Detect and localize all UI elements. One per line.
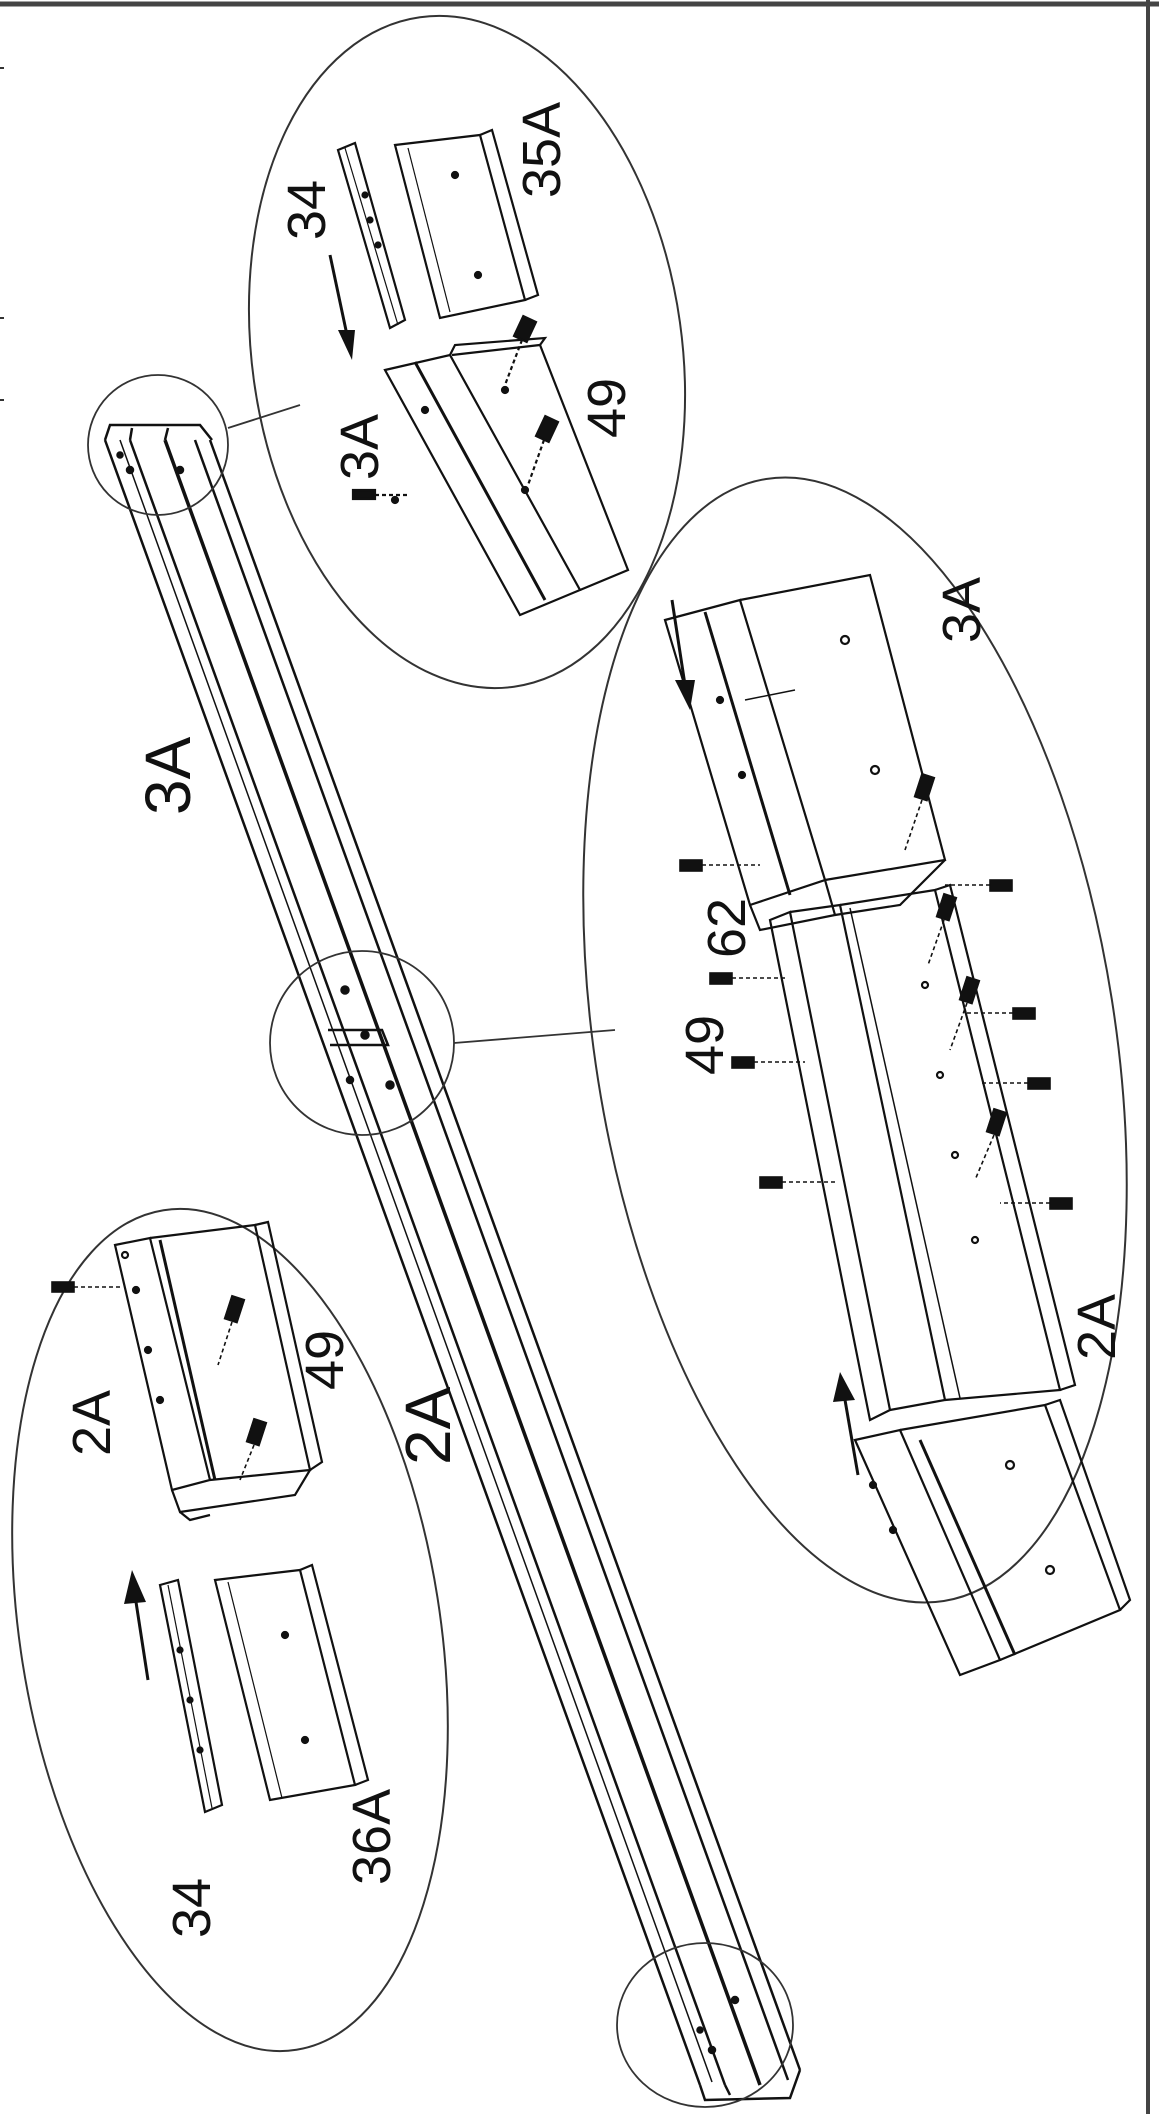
rail-label-3A: 3A (132, 736, 204, 815)
arrow-middle-up (833, 1372, 860, 1476)
detail-middle-label-62: 62 (697, 898, 757, 958)
screws-62 (679, 859, 1073, 1210)
arrow-top (328, 254, 355, 360)
detail-top: 34 35A 3A 49 (247, 14, 687, 690)
detail-middle-label-49: 49 (675, 1015, 735, 1075)
detail-bottom: 2A 49 34 36A (11, 1207, 449, 2053)
detail-middle-label-2A: 2A (1067, 1294, 1127, 1360)
zoom-markers (87, 374, 794, 2108)
detail-bottom-label-49: 49 (295, 1330, 355, 1390)
part-36A-bottom (213, 1568, 357, 1802)
detail-top-label-49: 49 (577, 378, 637, 438)
screw-top-side (351, 488, 410, 501)
detail-top-label-34: 34 (277, 180, 337, 240)
detail-top-label-35A: 35A (512, 102, 572, 198)
detail-top-label-3A: 3A (330, 414, 390, 480)
main-rail-assembly (103, 423, 802, 2102)
part-34-bottom (158, 1578, 224, 1814)
detail-bottom-label-36A: 36A (342, 1789, 402, 1885)
part-62-connector-left (768, 910, 892, 1422)
zoom-circle-bottom (616, 1942, 794, 2108)
leader-line-middle (453, 1029, 616, 1044)
arrow-middle-down (670, 599, 695, 710)
part-34-top (336, 141, 407, 330)
arrow-bottom (124, 1570, 150, 1681)
zoom-circle-top (87, 374, 229, 516)
screw-49-top-b (526, 414, 560, 486)
rail-label-2A: 2A (392, 1386, 464, 1465)
screws-49-bottom (51, 1281, 268, 1481)
detail-bottom-ellipse (11, 1207, 449, 2053)
screw-49-top-a (503, 314, 538, 386)
part-2A-bottom (113, 1236, 212, 1492)
part-35A-top (393, 133, 527, 320)
part-2A-middle (853, 1428, 1002, 1677)
detail-bottom-label-34: 34 (162, 1878, 222, 1938)
screws-49 (904, 772, 1008, 1181)
detail-middle: 3A 62 49 2A (582, 476, 1132, 1677)
detail-bottom-label-2A: 2A (62, 1390, 122, 1456)
detail-middle-label-3A: 3A (932, 577, 992, 643)
detail-middle-ellipse (582, 476, 1128, 1604)
detail-top-ellipse (247, 14, 687, 690)
leader-line-top (227, 404, 301, 429)
zoom-circle-middle (269, 950, 455, 1136)
